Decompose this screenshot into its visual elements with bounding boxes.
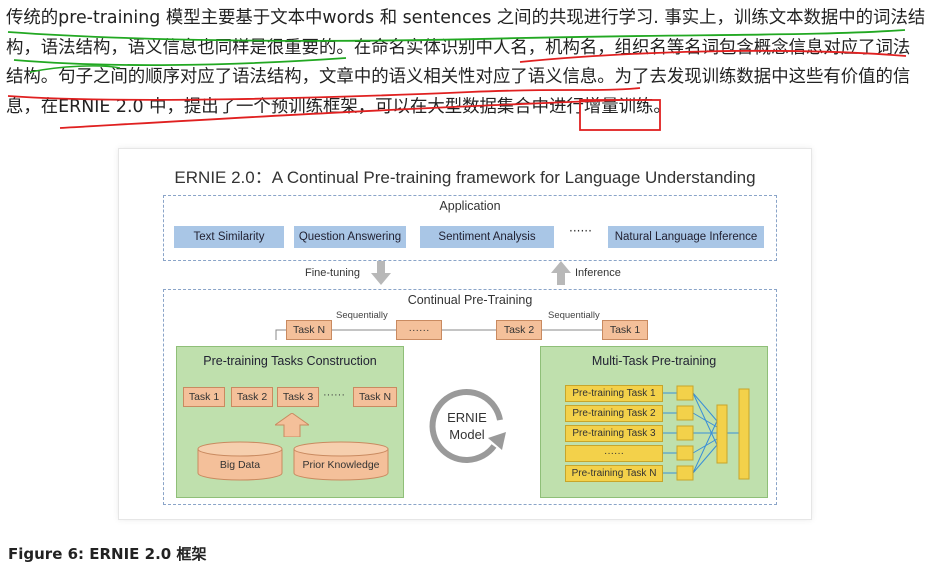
cycle-arrows-icon	[429, 388, 506, 463]
paragraph-line-2: 构，语法结构，语义信息也同样是很重要的。在命名实体识别中人名，机构名，组织名等名…	[6, 37, 911, 58]
seq-ellipsis: ······	[396, 320, 442, 340]
seq-task-2: Task 2	[496, 320, 542, 340]
big-data-label: Big Data	[219, 459, 261, 471]
sequence-line	[275, 329, 647, 340]
construction-task-3: Task 3	[277, 387, 319, 407]
ernie-model-line1: ERNIE	[447, 410, 487, 425]
continual-pretraining-label: Continual Pre-Training	[407, 293, 533, 307]
application-label: Application	[439, 199, 501, 213]
mt-task-1: Pre-training Task 1	[565, 385, 663, 402]
construction-ellipsis: ······	[323, 389, 345, 401]
sequentially-label-left: Sequentially	[336, 310, 388, 321]
figure-caption: Figure 6: ERNIE 2.0 框架	[8, 545, 207, 563]
mt-task-n: Pre-training Task N	[565, 465, 663, 482]
app-question-answering: Question Answering	[294, 226, 406, 248]
mt-task-ellipsis: ······	[565, 445, 663, 462]
sequentially-label-right: Sequentially	[548, 310, 600, 321]
tasks-construction-panel: Pre-training Tasks Construction Task 1 T…	[176, 346, 404, 498]
down-arrow-icon	[371, 261, 391, 285]
paragraph: 传统的pre-training 模型主要基于文本中words 和 sentenc…	[6, 4, 926, 122]
app-text-similarity: Text Similarity	[174, 226, 284, 248]
up-arrow-icon	[275, 413, 309, 437]
mt-task-2: Pre-training Task 2	[565, 405, 663, 422]
fine-tuning-label: Fine-tuning	[305, 267, 361, 279]
inference-label: Inference	[575, 267, 621, 279]
paragraph-line-4: 息，在ERNIE 2.0 中，提出了一个预训练框架，可以在大型数据集合中进行增量…	[6, 96, 671, 117]
multitask-pretraining-panel: Multi-Task Pre-training Pre-training Tas…	[540, 346, 768, 498]
app-sentiment-analysis: Sentiment Analysis	[420, 226, 554, 248]
multitask-pretraining-title: Multi-Task Pre-training	[591, 354, 717, 368]
application-box: Application Text Similarity Question Ans…	[163, 195, 777, 261]
prior-knowledge-cylinder: Prior Knowledge	[293, 441, 389, 481]
prior-knowledge-label: Prior Knowledge	[302, 459, 380, 471]
ernie-model-line2: Model	[449, 427, 485, 442]
app-natural-language-inference: Natural Language Inference	[608, 226, 764, 248]
continual-pretraining-box: Continual Pre-Training Task N Sequential…	[163, 289, 777, 505]
paragraph-line-1: 传统的pre-training 模型主要基于文本中words 和 sentenc…	[6, 8, 926, 28]
seq-task-1: Task 1	[602, 320, 648, 340]
up-arrow-icon	[551, 261, 571, 285]
big-data-cylinder: Big Data	[197, 441, 283, 481]
tasks-construction-title: Pre-training Tasks Construction	[203, 354, 377, 368]
construction-task-1: Task 1	[183, 387, 225, 407]
paragraph-line-3: 结构。句子之间的顺序对应了语法结构，文章中的语义相关性对应了语义信息。为了去发现…	[6, 67, 911, 87]
multitask-arrows	[663, 385, 750, 481]
figure-title: ERNIE 2.0：A Continual Pre-training frame…	[174, 168, 756, 187]
seq-task-n: Task N	[286, 320, 332, 340]
ernie-framework-figure: ERNIE 2.0：A Continual Pre-training frame…	[118, 148, 812, 520]
construction-task-2: Task 2	[231, 387, 273, 407]
app-ellipsis: ······	[569, 224, 592, 238]
mt-task-3: Pre-training Task 3	[565, 425, 663, 442]
construction-task-n: Task N	[353, 387, 397, 407]
